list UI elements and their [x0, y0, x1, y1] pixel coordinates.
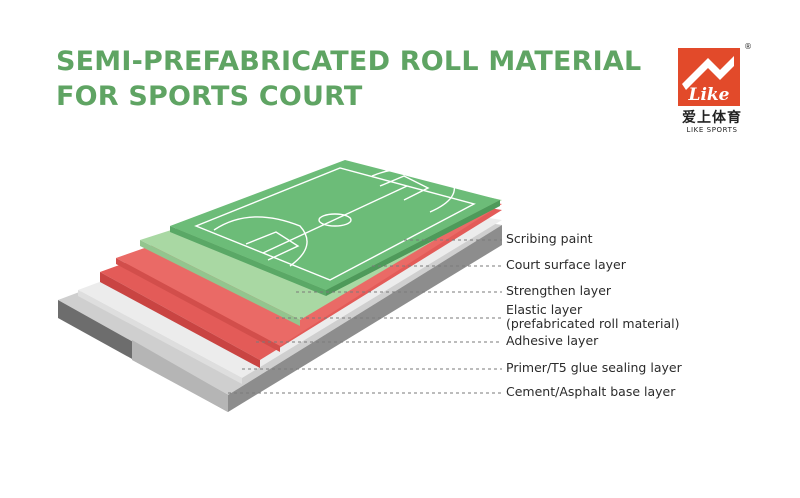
brand-logo: Like ® 爱上体育 LIKE SPORTS: [672, 42, 752, 136]
label-primer: Primer/T5 glue sealing layer: [506, 360, 682, 375]
label-scribing-paint: Scribing paint: [506, 231, 593, 246]
label-elastic: Elastic layer (prefabricated roll materi…: [506, 303, 680, 331]
logo-script-text: Like: [687, 85, 729, 105]
label-adhesive: Adhesive layer: [506, 333, 599, 348]
leader-lines: [228, 239, 502, 394]
court-lines: [194, 167, 476, 281]
label-elastic-name: Elastic layer: [506, 302, 583, 317]
label-strengthen: Strengthen layer: [506, 283, 612, 298]
label-elastic-detail: (prefabricated roll material): [506, 316, 680, 331]
logo-chinese-text: 爱上体育: [682, 110, 742, 126]
page-title: SEMI-PREFABRICATED ROLL MATERIAL FOR SPO…: [56, 44, 641, 114]
registered-mark: ®: [744, 42, 752, 51]
title-line-1: SEMI-PREFABRICATED ROLL MATERIAL: [56, 46, 642, 77]
title-line-2: FOR SPORTS COURT: [56, 81, 363, 112]
label-court-surface: Court surface layer: [506, 257, 626, 272]
logo-mark-icon: Like: [678, 48, 740, 106]
logo-english-text: LIKE SPORTS: [686, 126, 738, 134]
label-base: Cement/Asphalt base layer: [506, 384, 676, 399]
